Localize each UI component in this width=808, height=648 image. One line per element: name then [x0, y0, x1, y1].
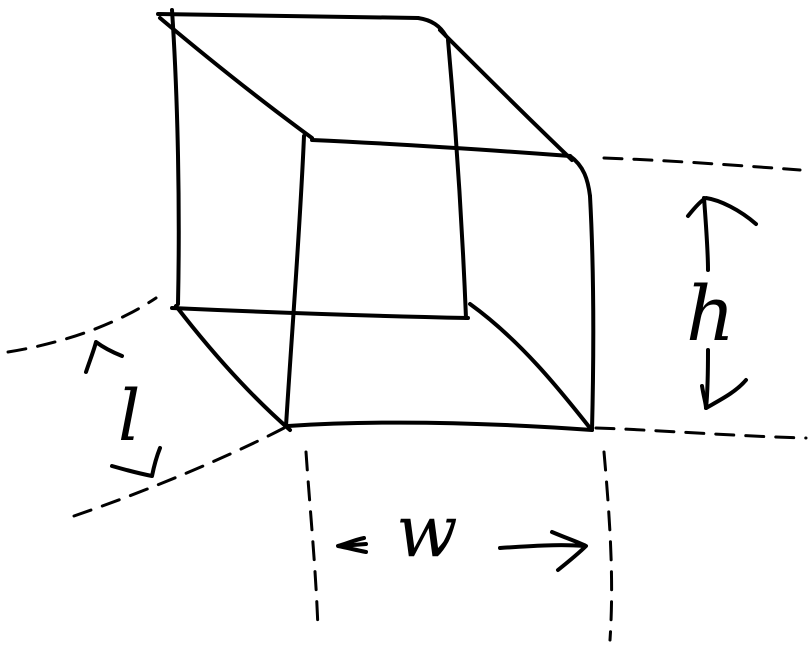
front-face-left-edge — [284, 134, 306, 428]
arrow-icon — [686, 196, 758, 226]
front-face-right-edge — [588, 194, 596, 432]
width-guide-left — [304, 450, 320, 632]
height-guide-bottom — [594, 426, 808, 440]
edge-top-right — [438, 28, 574, 162]
dimension-guides — [6, 156, 808, 642]
edge-bottom-right — [468, 302, 592, 430]
arrow-icon — [550, 530, 588, 572]
arrow-icon — [110, 446, 162, 478]
front-face-top-right-corner — [568, 154, 592, 198]
back-face-bottom-edge — [170, 306, 470, 320]
width-label: w — [396, 489, 458, 573]
back-face-left-edge — [170, 8, 181, 306]
front-face-bottom-edge — [286, 420, 594, 432]
arrow-icon — [84, 340, 124, 374]
height-label: h — [686, 269, 735, 358]
height-guide-top — [602, 156, 802, 172]
arrow-icon — [700, 378, 748, 410]
height-arrow-shaft-top — [702, 196, 710, 272]
length-guide-back — [6, 296, 158, 354]
back-face-top-edge — [156, 12, 420, 20]
dimension-labels: l h w — [118, 269, 735, 573]
width-arrow-shaft-right — [498, 543, 586, 550]
dimension-arrows — [84, 196, 758, 572]
front-face-top-edge — [310, 138, 572, 158]
width-arrow-left-dash — [338, 542, 368, 548]
edge-bottom-left — [174, 304, 292, 432]
back-face-right-edge — [446, 38, 468, 320]
width-guide-right — [602, 450, 614, 642]
cube-wireframe — [156, 8, 596, 432]
length-label: l — [118, 375, 140, 457]
length-guide-front — [72, 426, 286, 518]
edge-top-left — [158, 16, 314, 140]
